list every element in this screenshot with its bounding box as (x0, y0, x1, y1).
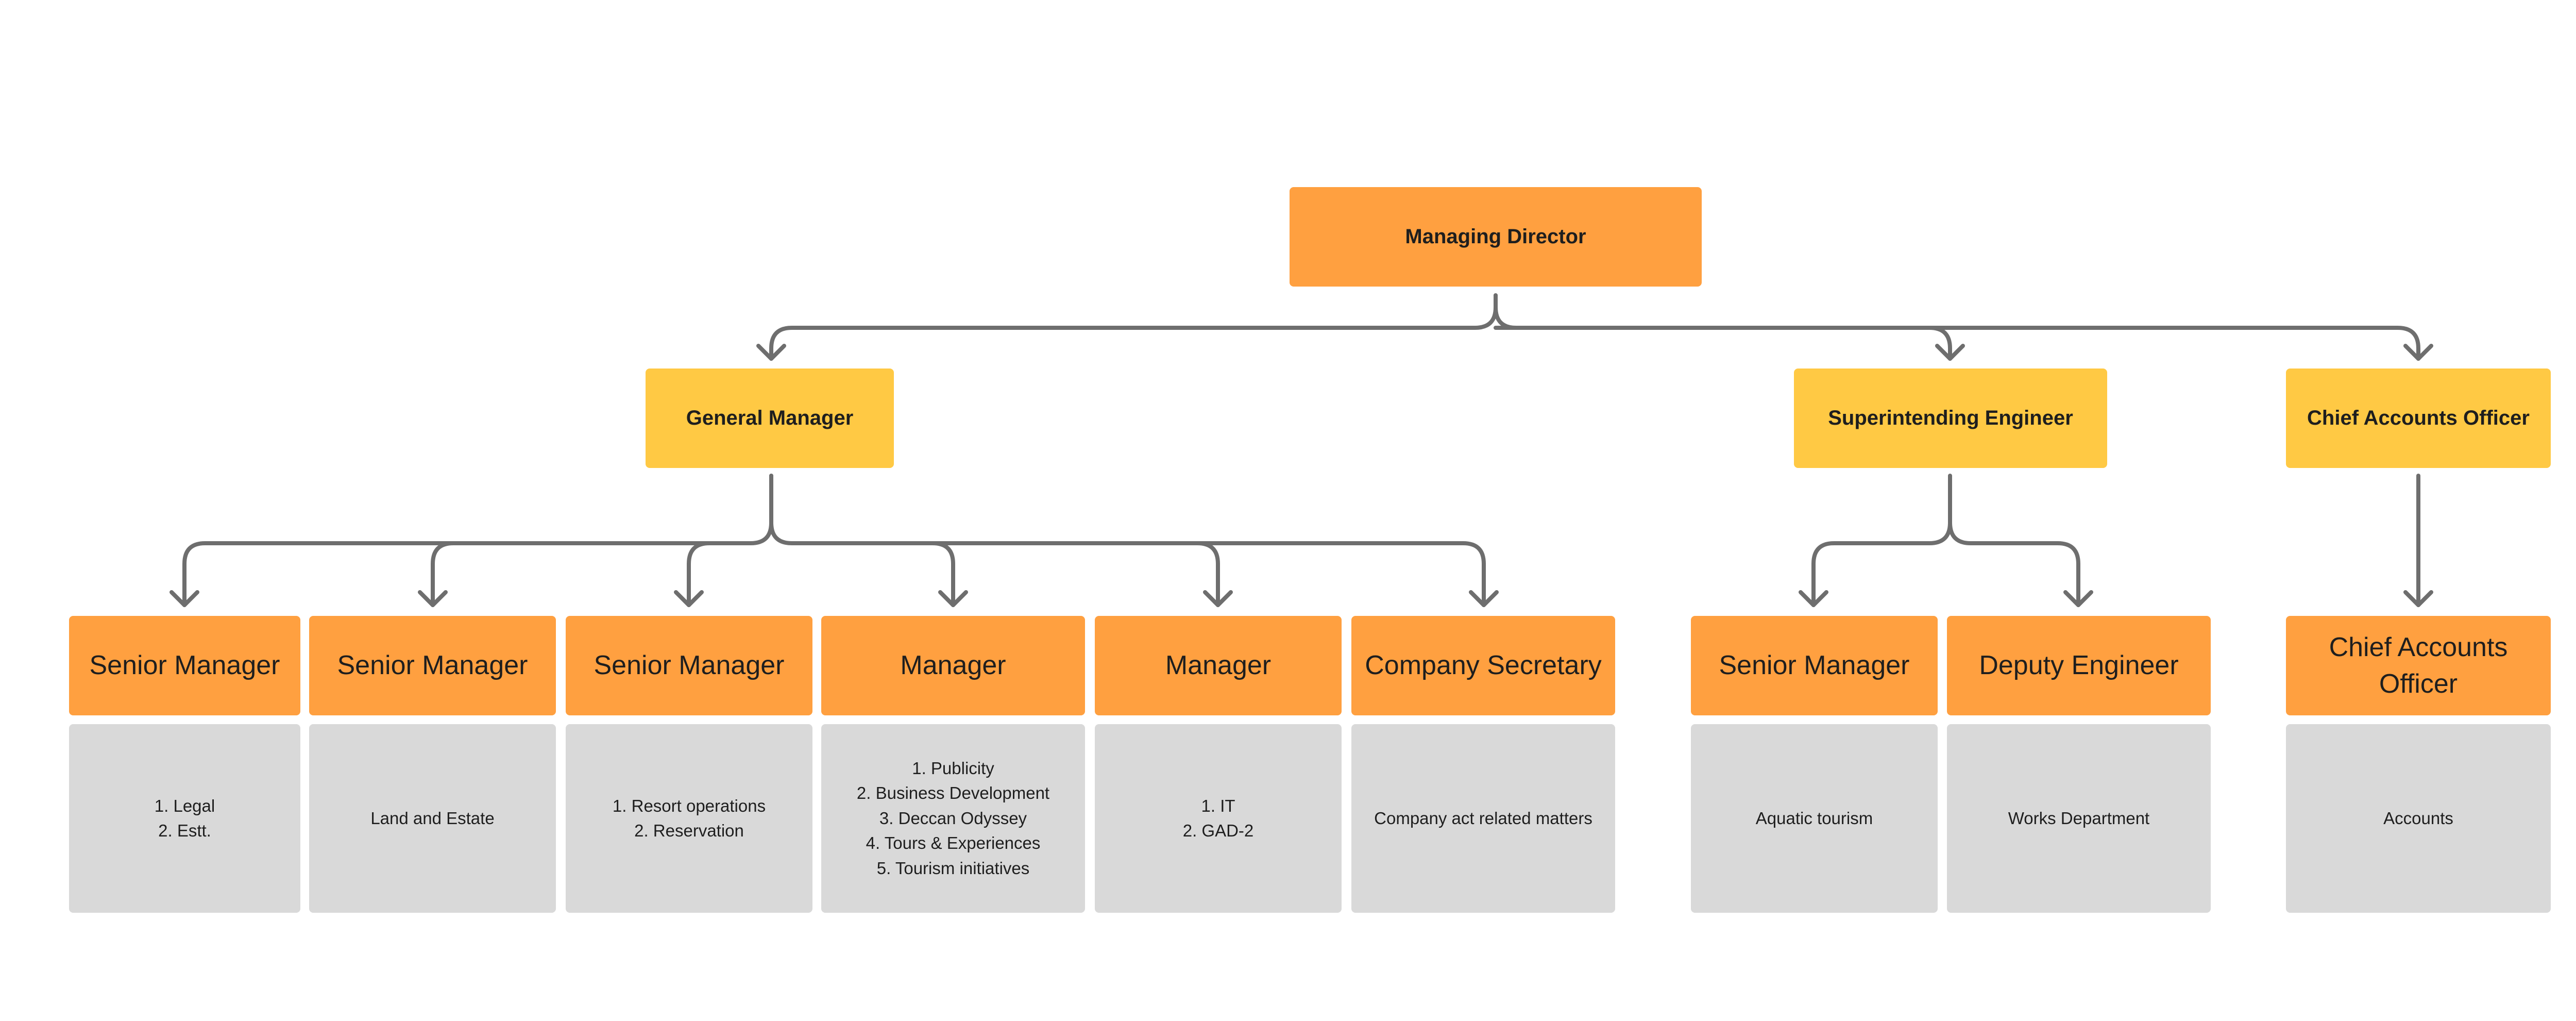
managing-director-box: Managing Director (1290, 187, 1702, 287)
responsibility-item: Publicity (930, 758, 994, 778)
department-title: Senior Manager (594, 650, 785, 681)
arrowhead-cao (2403, 344, 2433, 361)
arrowhead-dept-6 (1469, 590, 1499, 607)
department-head-1: Senior Manager (69, 616, 300, 715)
connector-gm-to-dept-1 (182, 474, 773, 607)
responsibility-text: Land and Estate (370, 808, 495, 828)
arrowhead-dept-3 (674, 590, 704, 607)
department-title: Senior Manager (337, 650, 528, 681)
department-responsibilities-3: Resort operations Reservation (566, 724, 812, 913)
department-title: Company Secretary (1365, 650, 1602, 681)
department-head-8: Deputy Engineer (1947, 616, 2211, 715)
superintending-engineer-box: Superintending Engineer (1794, 369, 2107, 468)
department-responsibilities-6: Company act related matters (1351, 724, 1615, 913)
department-head-6: Company Secretary (1351, 616, 1615, 715)
department-title: Manager (900, 650, 1006, 681)
connector-gm-to-dept-4 (930, 541, 955, 607)
responsibility-item: Legal (173, 796, 215, 815)
responsibility-text: Aquatic tourism (1755, 808, 1873, 828)
responsibility-text: Works Department (2008, 808, 2150, 828)
department-title: Chief Accounts Officer (2329, 632, 2508, 699)
responsibility-list: Publicity Business Development Deccan Od… (857, 756, 1050, 881)
responsibility-text: Accounts (2383, 808, 2453, 828)
arrowhead-dept-4 (938, 590, 968, 607)
connector-md-to-cao (1494, 326, 2420, 361)
department-title: Senior Manager (89, 650, 280, 681)
department-head-4: Manager (821, 616, 1085, 715)
responsibility-item: Tourism initiatives (895, 858, 1030, 878)
general-manager-box: General Manager (646, 369, 894, 468)
arrowhead-dept-5 (1203, 590, 1233, 607)
department-responsibilities-2: Land and Estate (309, 724, 556, 913)
arrowhead-dept-8 (2063, 590, 2093, 607)
responsibility-item: Resort operations (631, 796, 766, 815)
department-head-2: Senior Manager (309, 616, 556, 715)
connector-md-to-gm (769, 293, 1498, 361)
responsibility-item: IT (1220, 796, 1235, 815)
chief-accounts-officer-box: Chief Accounts Officer (2286, 369, 2551, 468)
chief-accounts-officer-label: Chief Accounts Officer (2307, 407, 2530, 429)
arrowhead-dept-9 (2403, 590, 2433, 607)
connector-se-to-dept-8 (1948, 521, 2080, 607)
arrowhead-dept-2 (418, 590, 448, 607)
connector-gm-to-dept-3 (687, 541, 711, 607)
responsibility-list: IT GAD-2 (1183, 794, 1254, 844)
responsibility-list: Resort operations Reservation (613, 794, 766, 844)
department-title: Deputy Engineer (1979, 650, 2179, 681)
connector-gm-to-dept-5 (1195, 541, 1220, 607)
department-title: Manager (1165, 650, 1272, 681)
general-manager-label: General Manager (686, 407, 854, 429)
responsibility-text: Company act related matters (1374, 808, 1592, 828)
department-responsibilities-7: Aquatic tourism (1691, 724, 1938, 913)
department-head-5: Manager (1095, 616, 1342, 715)
arrowhead-dept-1 (170, 590, 199, 607)
arrowhead-se (1935, 344, 1965, 361)
department-title: Senior Manager (1719, 650, 1910, 681)
responsibility-list: Legal Estt. (155, 794, 215, 844)
department-responsibilities-4: Publicity Business Development Deccan Od… (821, 724, 1085, 913)
responsibility-item: Tours & Experiences (884, 833, 1041, 853)
responsibility-item: Deccan Odyssey (898, 808, 1027, 828)
responsibility-item: Reservation (653, 821, 744, 840)
responsibility-item: GAD-2 (1201, 821, 1254, 840)
department-responsibilities-5: IT GAD-2 (1095, 724, 1342, 913)
arrowhead-dept-7 (1799, 590, 1828, 607)
managing-director-label: Managing Director (1405, 225, 1586, 248)
responsibility-item: Estt. (177, 821, 211, 840)
connector-gm-to-dept-6 (769, 474, 1486, 607)
department-head-7: Senior Manager (1691, 616, 1938, 715)
department-head-9: Chief Accounts Officer (2286, 616, 2551, 715)
connector-se-to-dept-7 (1811, 474, 1952, 607)
arrowhead-gm (756, 344, 786, 361)
department-responsibilities-8: Works Department (1947, 724, 2211, 913)
superintending-engineer-label: Superintending Engineer (1828, 407, 2073, 429)
responsibility-item: Business Development (875, 783, 1050, 803)
connector-gm-to-dept-2 (431, 541, 455, 607)
department-responsibilities-9: Accounts (2286, 724, 2551, 913)
department-responsibilities-1: Legal Estt. (69, 724, 300, 913)
department-head-3: Senior Manager (566, 616, 812, 715)
